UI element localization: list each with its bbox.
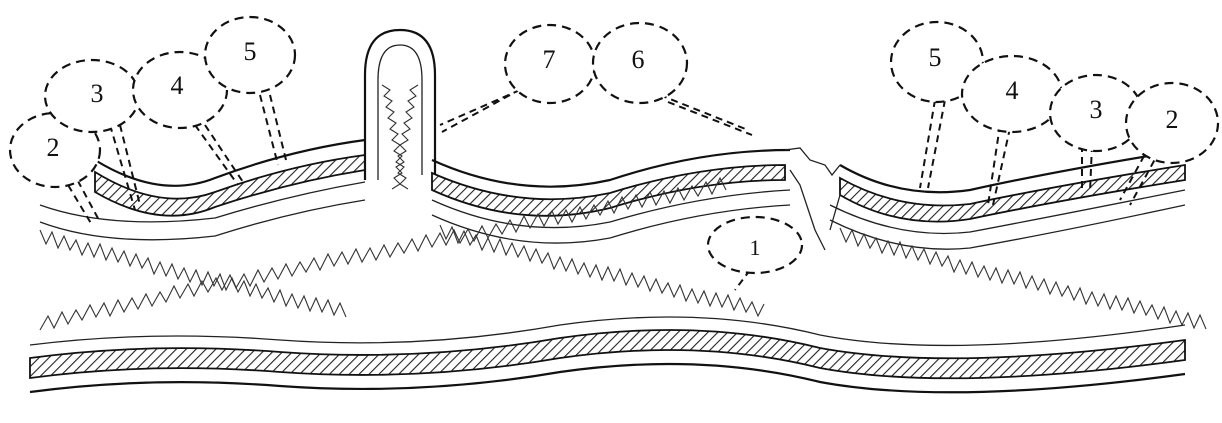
callout-7: 7	[505, 25, 595, 103]
outpouching-inner-wall	[378, 45, 422, 180]
leader-6	[660, 95, 752, 135]
upper-wall	[40, 140, 1206, 329]
callout-label: 7	[543, 45, 556, 74]
callout-5-left: 5	[205, 17, 295, 93]
upper-villi-fringe	[40, 225, 1206, 329]
callout-6: 6	[593, 23, 687, 103]
leader-5-right	[920, 100, 945, 188]
leader-7	[440, 90, 520, 132]
lower-wall	[30, 317, 1185, 392]
upper-muscle-band-middle	[432, 165, 785, 216]
callout-label: 5	[929, 43, 942, 72]
leader-4-right	[988, 125, 1010, 205]
callout-label: 3	[1090, 95, 1103, 124]
callout-3-left: 3	[45, 60, 139, 132]
outpouching-villi	[382, 85, 418, 189]
callout-label: 2	[47, 133, 60, 162]
upper-outpouching	[365, 30, 435, 189]
callout-1: 1	[708, 217, 802, 273]
callout-4-right: 4	[962, 56, 1062, 132]
callout-2-right: 2	[1126, 83, 1218, 163]
callout-label: 2	[1166, 105, 1179, 134]
callout-label: 4	[171, 71, 184, 100]
callout-label: 1	[750, 235, 761, 260]
callout-label: 3	[91, 79, 104, 108]
callout-label: 6	[632, 45, 645, 74]
callout-label: 4	[1006, 76, 1019, 105]
upper-muscle-band-right	[840, 165, 1185, 222]
lower-muscle-band	[30, 330, 1185, 378]
callout-label: 5	[244, 37, 257, 66]
leader-5-left	[260, 95, 286, 165]
